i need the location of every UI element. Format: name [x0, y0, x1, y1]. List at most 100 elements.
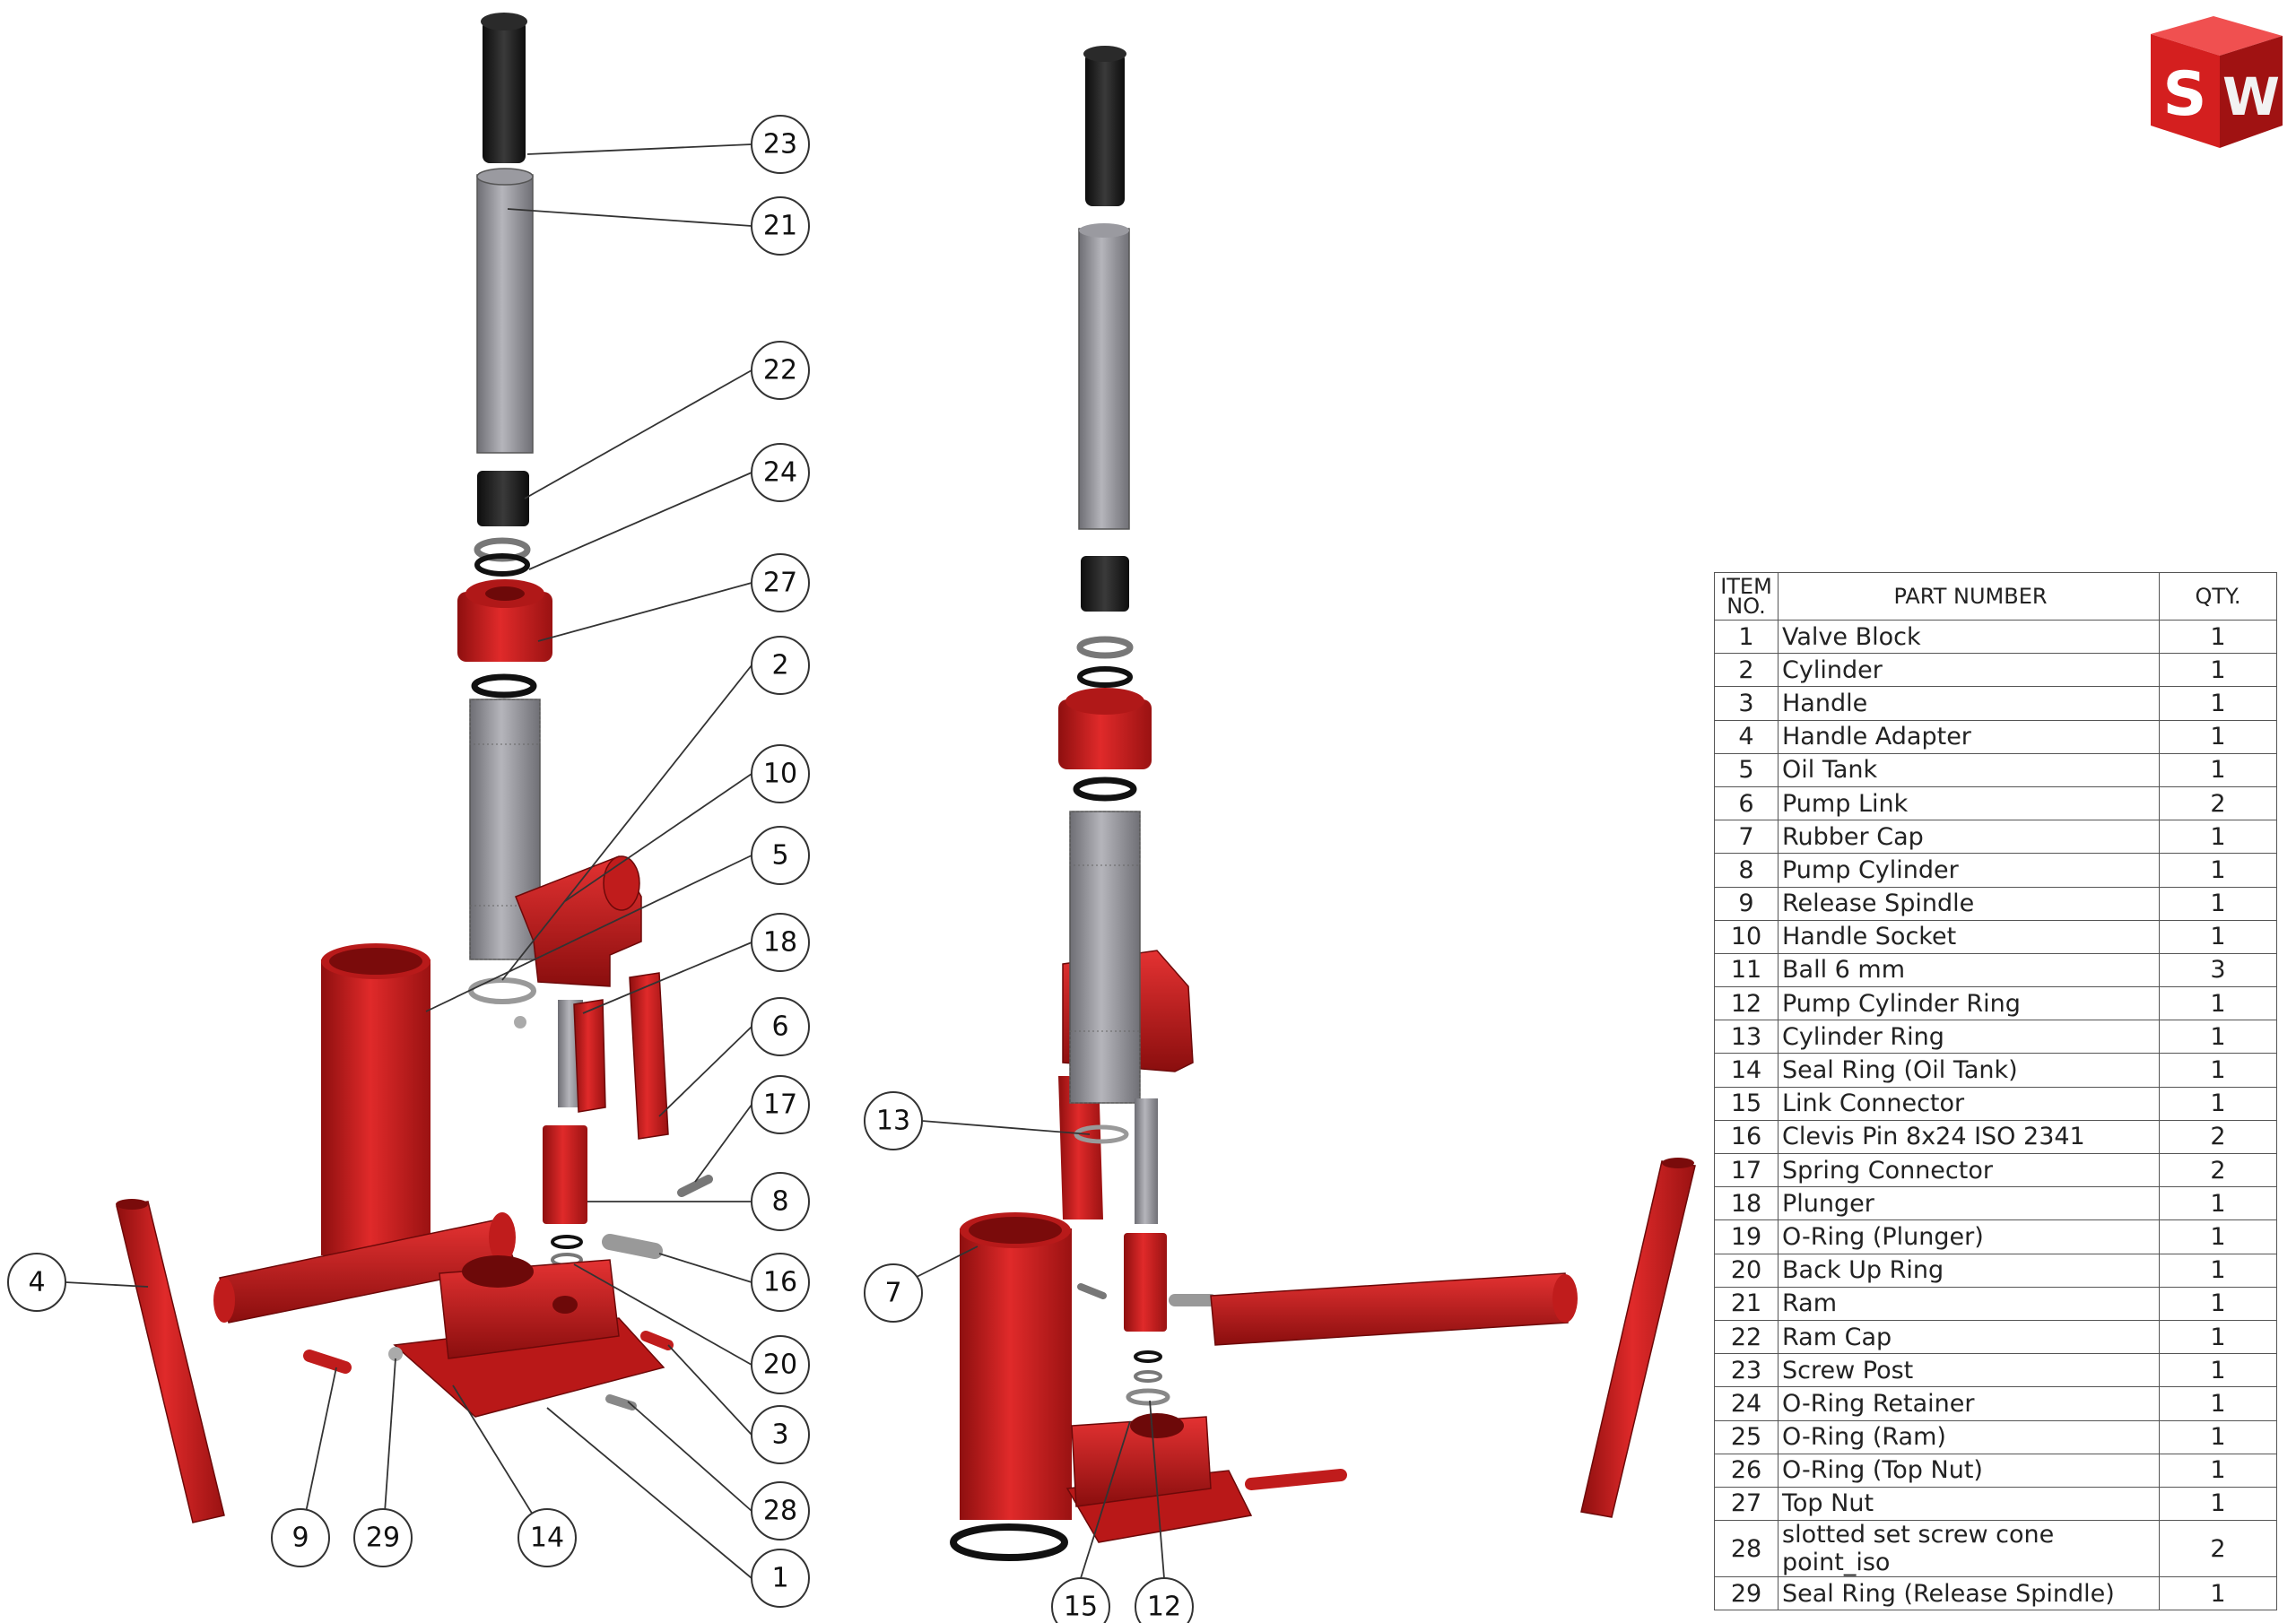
set-screw-part [640, 1331, 674, 1350]
bom-qty: 1 [2159, 1353, 2277, 1388]
balloon-12: 12 [1135, 1577, 1194, 1623]
bom-part-name: Rubber Cap [1778, 820, 2160, 855]
cylinder-ring-part [468, 977, 536, 1004]
svg-text:13: 13 [876, 1106, 910, 1137]
svg-text:29: 29 [366, 1523, 400, 1554]
svg-text:S: S [2163, 59, 2207, 130]
spring-connector-part [1077, 1283, 1107, 1299]
balloon-6: 6 [751, 997, 810, 1056]
balloon-27: 27 [751, 553, 810, 612]
bom-part-name: O-Ring Retainer [1778, 1386, 2160, 1421]
leader-line [694, 1104, 752, 1183]
bom-qty: 1 [2159, 1020, 2277, 1055]
svg-text:27: 27 [763, 568, 797, 599]
spring-connector-part [677, 1175, 713, 1197]
oil-tank-part [321, 943, 430, 1255]
leader-line [452, 1384, 548, 1539]
bom-qty: 1 [2159, 1419, 2277, 1454]
bom-part-name: Screw Post [1778, 1353, 2160, 1388]
bom-qty: 1 [2159, 686, 2277, 721]
svg-text:21: 21 [763, 211, 797, 242]
bom-item-no: 26 [1714, 1453, 1779, 1488]
bom-qty: 1 [2159, 1319, 2277, 1355]
svg-text:14: 14 [530, 1523, 564, 1554]
balloon-4: 4 [7, 1253, 66, 1312]
svg-text:28: 28 [763, 1496, 797, 1527]
balloon-13: 13 [864, 1091, 923, 1150]
bom-item-no: 2 [1714, 653, 1779, 688]
balloon-9: 9 [271, 1508, 330, 1567]
leader-line [524, 369, 752, 499]
balloon-2: 2 [751, 636, 810, 695]
leader-line [667, 1344, 752, 1436]
bom-qty: 1 [2159, 886, 2277, 921]
plunger-part [1135, 1098, 1158, 1224]
bom-qty: 1 [2159, 1086, 2277, 1121]
leader-line [573, 1263, 752, 1366]
balloon-5: 5 [751, 826, 810, 885]
bom-item-no: 3 [1714, 686, 1779, 721]
balloon-15: 15 [1051, 1577, 1110, 1623]
svg-text:15: 15 [1064, 1592, 1098, 1623]
svg-text:4: 4 [28, 1267, 45, 1298]
bom-item-no: 16 [1714, 1119, 1779, 1155]
bom-item-no: 6 [1714, 785, 1779, 821]
bom-qty: 1 [2159, 1576, 2277, 1611]
bom-item-no: 23 [1714, 1353, 1779, 1388]
leader-line [658, 1253, 752, 1283]
bom-part-name: Cylinder [1778, 653, 2160, 688]
top-nut-part [457, 579, 552, 662]
leader-line [1149, 1400, 1165, 1579]
o-ring-top-nut-part [471, 673, 537, 699]
svg-text:16: 16 [763, 1267, 797, 1298]
bom-qty: 1 [2159, 1453, 2277, 1488]
bom-part-name: Handle Adapter [1778, 719, 2160, 754]
leader-line [528, 472, 752, 570]
item-no-header: ITEM NO. [1714, 572, 1779, 621]
svg-text:18: 18 [763, 927, 797, 959]
bom-qty: 1 [2159, 820, 2277, 855]
o-ring-part [474, 553, 530, 577]
leader-line [501, 664, 752, 981]
leader-line [914, 1245, 978, 1279]
bom-part-name: Ram Cap [1778, 1319, 2160, 1355]
bom-part-name: Seal Ring (Oil Tank) [1778, 1053, 2160, 1088]
o-ring-retainer-part [1076, 636, 1134, 659]
bom-item-no: 29 [1714, 1576, 1779, 1611]
bom-qty: 1 [2159, 1486, 2277, 1522]
leader-line [627, 1401, 752, 1512]
bom-part-name: Clevis Pin 8x24 ISO 2341 [1778, 1119, 2160, 1155]
bom-part-name: Valve Block [1778, 619, 2160, 655]
bom-item-no: 8 [1714, 853, 1779, 888]
leader-line [1080, 1420, 1131, 1579]
svg-text:6: 6 [771, 1011, 788, 1043]
leader-line [425, 855, 752, 1012]
screw-post-part [481, 13, 527, 163]
bom-part-name: O-Ring (Ram) [1778, 1419, 2160, 1454]
svg-text:5: 5 [771, 840, 788, 872]
bom-item-no: 28 [1714, 1520, 1779, 1578]
leader-lines [65, 143, 1165, 1579]
cylinder-part [1069, 811, 1141, 1104]
bom-item-no: 13 [1714, 1020, 1779, 1055]
balloon-16: 16 [751, 1253, 810, 1312]
ball-part [514, 1016, 526, 1028]
bom-qty: 1 [2159, 919, 2277, 954]
svg-text:2: 2 [771, 650, 788, 681]
bom-part-name: Cylinder Ring [1778, 1020, 2160, 1055]
